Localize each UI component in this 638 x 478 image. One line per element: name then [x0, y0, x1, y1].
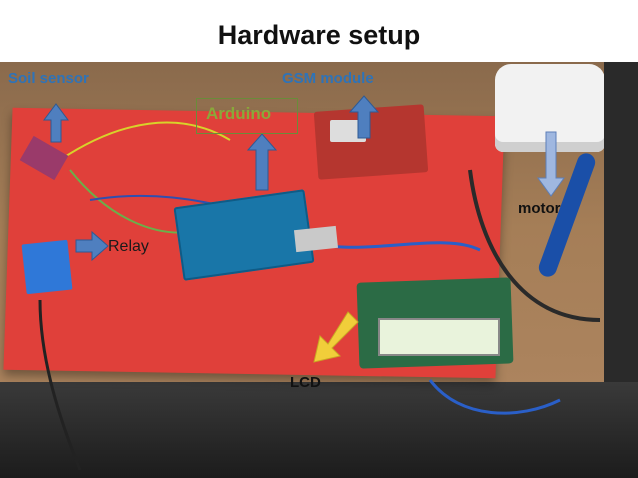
gsm-arrow-icon	[348, 95, 380, 139]
arduino-label: Arduino	[206, 104, 272, 123]
motor-label: motor	[518, 200, 561, 217]
lcd-label: LCD	[290, 374, 321, 391]
gsm-module-label: GSM module	[282, 70, 374, 87]
arduino-arrow-icon	[246, 133, 278, 191]
page-title: Hardware setup	[217, 20, 421, 50]
relay-arrow-icon	[75, 230, 109, 262]
lcd-arrow-icon	[313, 311, 359, 363]
lcd-screen	[378, 318, 500, 356]
arduino-label-box	[196, 98, 298, 134]
relay-label: Relay	[108, 238, 149, 255]
laptop-edge	[604, 62, 638, 382]
soil-sensor-label: Soil sensor	[8, 70, 89, 87]
motor-arrow-icon	[537, 131, 565, 197]
soil-sensor-arrow-icon	[43, 103, 69, 143]
gsm-chip	[330, 120, 366, 142]
floor-area	[0, 382, 638, 478]
